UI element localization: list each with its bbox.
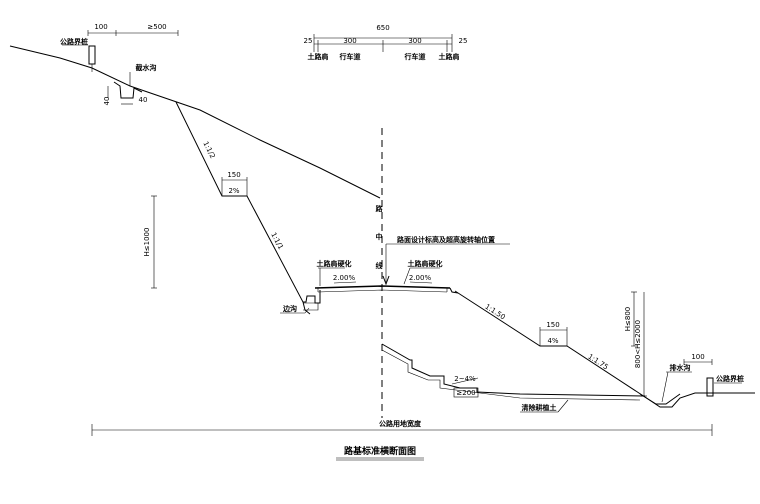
label-right-shoulder: 土路肩 [439,52,460,61]
land-width-label: 公路用地宽度 [379,419,422,428]
dim-right-lane: 300 [408,37,421,45]
original-ground-steps [381,343,646,397]
stripping-line [381,349,641,401]
side-ditch-label: 边沟 [282,304,297,313]
left-marker-width: 100 [94,23,107,31]
clearing-label: 清除耕植土 [522,403,557,412]
right-shoulder [449,287,459,294]
left-side-ditch [303,290,321,304]
right-crossfall: 2.00% [409,274,432,282]
label-left-shoulder: 土路肩 [308,52,329,61]
design-point-label: 路面设计标高及超高旋转轴位置 [397,235,495,244]
right-lower-slope: 1:1.75 [586,353,609,372]
left-bench-grade: 2% [228,187,239,195]
right-height-lower: 800<H≤2000 [634,320,642,368]
diagram-title: 路基标准横断面图 [344,445,416,457]
right-shoulder-hardening: 土路肩硬化 [408,259,443,268]
centerline-char-1: 路 [376,204,384,213]
centerline-char-3: 线 [376,261,383,270]
intercept-offset: ≥500 [147,23,166,31]
left-boundary-label: 公路界桩 [60,37,88,46]
left-bench-width: 150 [227,171,240,179]
drain-ditch-label: 排水沟 [670,363,691,372]
left-side-ditch-outer [303,302,319,311]
right-boundary-label: 公路界桩 [716,374,744,383]
right-drain-ditch [639,393,681,405]
dim-left-shoulder: 25 [304,37,313,45]
road-width-dimensions [313,34,453,52]
dim-left-lane: 300 [343,37,356,45]
upper-slope-ratio: 1:1/2 [201,140,216,160]
right-bench-grade: 4% [547,337,558,345]
centerline-char-2: 中 [376,232,383,241]
label-right-lane: 行车道 [404,52,426,61]
lower-slope-ratio: 1:1/1 [269,231,285,251]
left-shoulder-hardening: 土路肩硬化 [317,259,352,268]
right-height-upper: H≤800 [624,307,632,332]
left-ground-line [9,45,381,199]
dim-total: 650 [376,24,389,32]
label-left-lane: 行车道 [339,52,361,61]
right-marker-width: 100 [691,353,704,361]
left-boundary-post [88,45,96,65]
step-width: ≥200 [456,389,475,397]
ditch-width: 40 [139,96,148,104]
right-fill-slope [454,290,755,408]
right-bench-width: 150 [546,321,559,329]
ditch-depth: 40 [103,97,111,106]
left-crossfall: 2.00% [333,274,356,282]
left-cut-slope [175,101,311,315]
left-height-label: H≤1000 [143,228,151,257]
dim-right-shoulder: 25 [459,37,468,45]
intercept-ditch-label: 截水沟 [136,63,157,72]
intercept-ditch [113,81,143,99]
step-grade: 2~4% [454,375,476,383]
right-boundary-post [706,377,714,397]
